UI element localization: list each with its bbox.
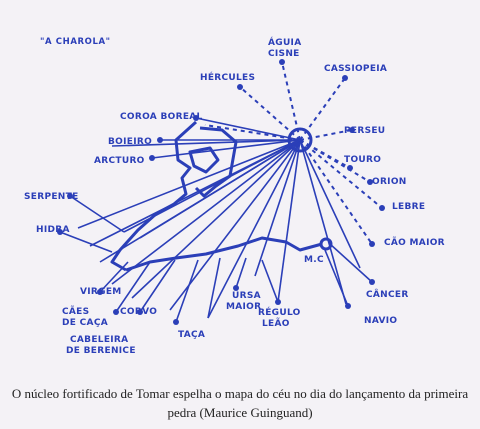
fortress-walls [110,120,333,272]
label-arcturo: ARCTURO [94,156,145,166]
label-boieiro: BOIEIRO [108,137,152,147]
label-maior: MAIOR [226,302,261,312]
figure-caption: O núcleo fortificado de Tomar espelha o … [11,386,469,420]
constellation-labels: ÁGUIA CISNE CASSIOPEIA HÉRCULES COROA BO… [24,36,445,356]
label-touro: TOURO [344,155,381,165]
star-map-diagram: "A CHAROLA" [24,36,445,356]
label-hercules: HÉRCULES [200,71,255,83]
label-mc: M.C [304,255,324,265]
diagram-title: "A CHAROLA" [40,37,111,47]
label-cabeleira-1: CABELEIRA [70,335,128,345]
label-lebre: LEBRE [392,202,425,212]
label-taca: TAÇA [178,330,205,340]
label-regulo: RÉGULO [258,306,301,318]
label-cancer: CÂNCER [366,288,409,300]
rays [59,117,373,323]
label-orion: ORION [372,177,407,187]
label-corvo: CORVO [120,307,157,317]
label-cao-maior: CÃO MAIOR [384,237,445,248]
label-caes-2: DE CAÇA [62,318,108,328]
label-caes-1: CÃES [62,306,89,317]
label-cassiopeia: CASSIOPEIA [324,64,387,74]
label-perseu: PERSEU [344,126,385,136]
label-cisne: CISNE [268,49,300,59]
label-aguia: ÁGUIA [268,36,301,48]
label-leao: LEÃO [262,318,290,329]
label-navio: NAVIO [364,316,397,326]
label-cabeleira-2: DE BERENICE [66,346,136,356]
label-serpente: SERPENTE [24,192,79,202]
label-ursa: URSA [232,291,261,301]
label-hidra: HIDRA [36,225,70,235]
label-coroa-boreal: COROA BOREAL [120,112,203,122]
endpoint-dots [57,59,385,325]
label-virgem: VIRGEM [80,287,122,297]
